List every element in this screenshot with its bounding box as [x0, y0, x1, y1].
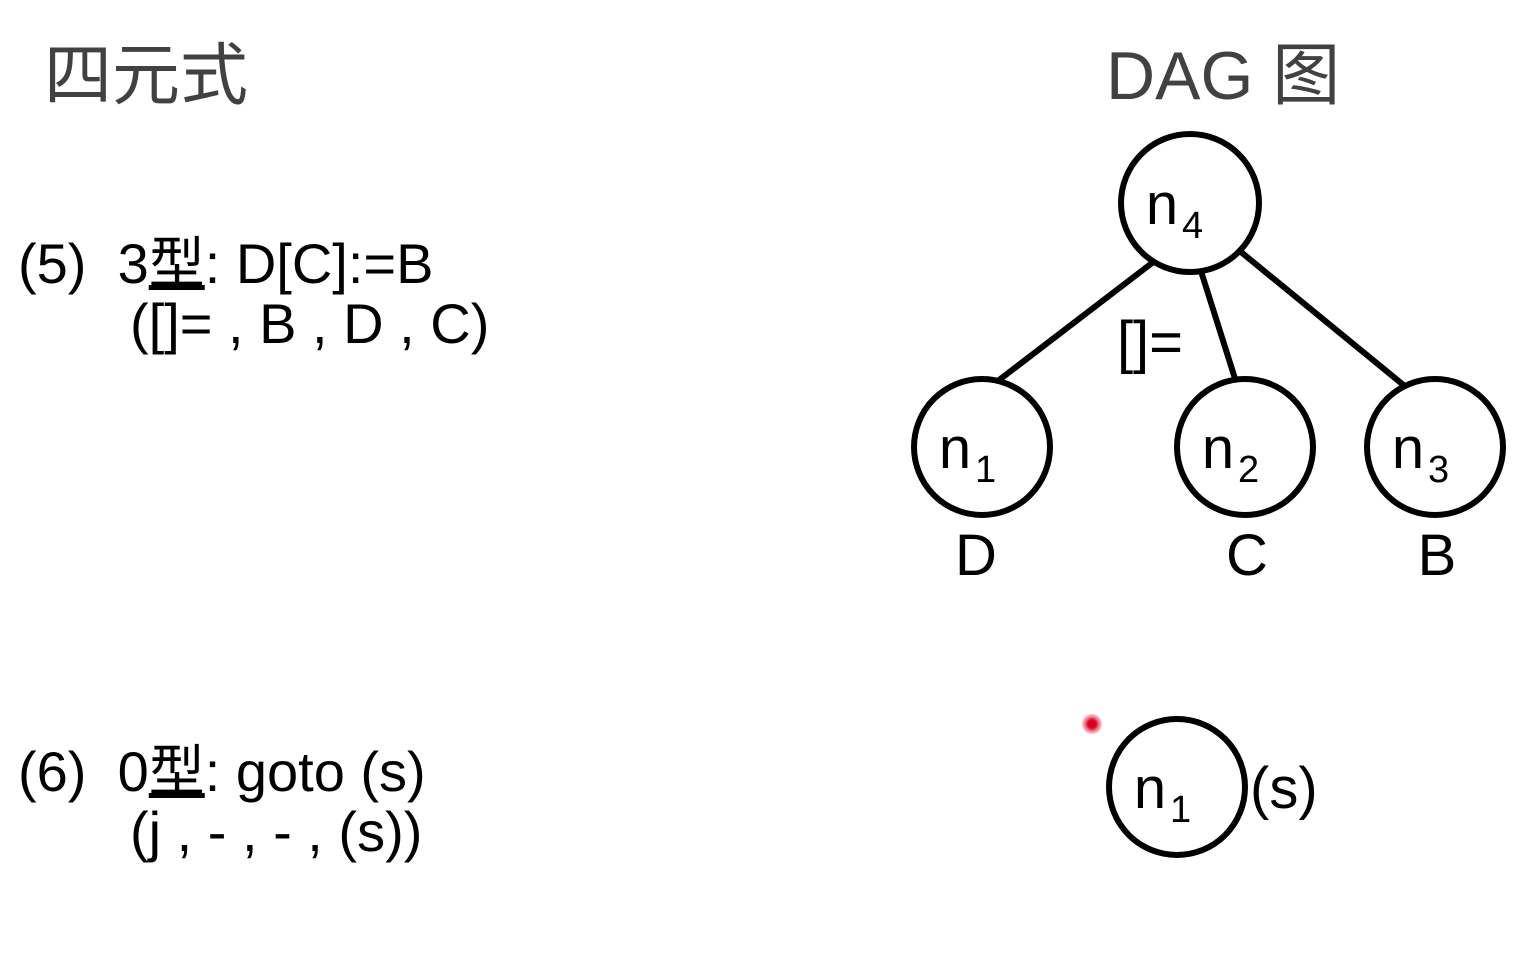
dag-leaf-label-b: B [1418, 523, 1457, 588]
spacer [86, 232, 117, 295]
quadruple-entry-5-number: (5) [18, 232, 87, 295]
dag-goto-node-circle[interactable] [1106, 716, 1248, 858]
dag-edge-n4-n3 [1227, 240, 1415, 395]
dag-graph-assignment: []= n 4 n 1 D n 2 C n 3 B [860, 120, 1526, 640]
dag-leaf-label-d: D [955, 523, 997, 588]
quadruple-entry-5-line2: ([]= , B , D , C) [130, 292, 490, 356]
dag-column-header: DAG 图 [1106, 38, 1341, 114]
dag-graph-goto: n 1 (s) [860, 690, 1526, 890]
dag-node-n4-subscript: 4 [1182, 205, 1203, 247]
quadruple-entry-5: (5) 3型: D[C]:=B ([]= , B , D , C) [18, 232, 490, 356]
dag-leaf-label-c: C [1226, 523, 1268, 588]
dag-goto-suffix-label: (s) [1250, 756, 1318, 821]
dag-node-n1-circle[interactable] [911, 376, 1053, 518]
quadruple-entry-6-number: (6) [18, 740, 87, 803]
dag-node-n1-label: n [939, 416, 971, 481]
quadruple-entry-6-line2: (j , - , - , (s)) [130, 800, 423, 864]
quadruple-entry-5-type-number: 3 [117, 232, 149, 295]
quadruple-entry-6-statement: : goto (s) [204, 740, 426, 803]
quadruple-entry-6-type-number: 0 [117, 740, 149, 803]
dag-node-n1-subscript: 1 [975, 449, 996, 491]
dag-edge-n4-n2 [1197, 265, 1241, 391]
dag-goto-node-label: n [1134, 756, 1166, 821]
quadruple-entry-5-statement: : D[C]:=B [204, 232, 434, 295]
dag-node-n4-circle[interactable] [1118, 131, 1262, 275]
spacer [86, 740, 117, 803]
dag-node-n3-subscript: 3 [1428, 449, 1449, 491]
dag-node-n3-circle[interactable] [1364, 376, 1506, 518]
quadruple-entry-5-type-word: 型 [148, 232, 205, 295]
dag-node-n2-label: n [1202, 416, 1234, 481]
dag-operator-label: []= [1117, 310, 1183, 375]
dag-node-n2-circle[interactable] [1174, 376, 1316, 518]
dag-node-n4-label: n [1146, 172, 1178, 237]
dag-node-n2-subscript: 2 [1238, 449, 1259, 491]
quadruple-entry-5-line1: (5) 3型: D[C]:=B [18, 232, 489, 295]
dag-edge-n4-n1 [983, 260, 1155, 393]
quadruple-entry-6: (6) 0型: goto (s) (j , - , - , (s)) [18, 740, 426, 864]
dag-goto-node-subscript: 1 [1170, 789, 1191, 831]
quadruple-column-header: 四元式 [44, 38, 249, 114]
dag-node-n3-label: n [1392, 416, 1424, 481]
quadruple-entry-6-type-word: 型 [148, 740, 205, 803]
quadruple-entry-6-line1: (6) 0型: goto (s) [18, 740, 426, 803]
